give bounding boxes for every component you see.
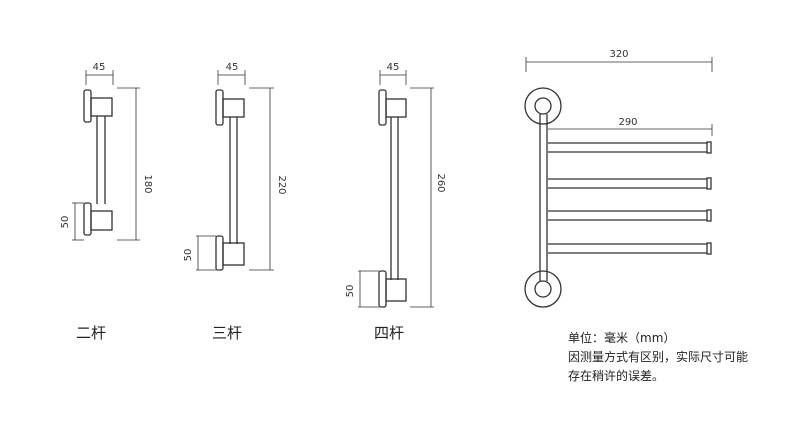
rack-three-width-label: 45 xyxy=(226,62,239,73)
note-line-1: 单位：毫米（mm） xyxy=(568,331,676,345)
rack-two-caption: 二杆 xyxy=(76,324,107,342)
swing-arm xyxy=(548,242,712,255)
rack-two-width-label: 45 xyxy=(93,62,106,73)
swing-arm xyxy=(548,141,712,154)
rack-two-height-label: 180 xyxy=(142,174,153,193)
rack-three-base-label: 50 xyxy=(183,249,194,262)
swing-rack-arm-label: 290 xyxy=(618,117,637,128)
swing-arm xyxy=(548,177,712,190)
rack-three-drawing xyxy=(196,70,274,271)
swing-rack-drawing xyxy=(524,57,713,308)
rack-four-base-label: 50 xyxy=(345,285,356,298)
swing-arm xyxy=(548,209,712,222)
rack-four-height-label: 260 xyxy=(435,173,446,192)
unit-note: 单位：毫米（mm） 因测量方式有区别，实际尺寸可能 存在稍许的误差。 xyxy=(568,329,748,386)
note-line-2: 因测量方式有区别，实际尺寸可能 xyxy=(568,350,749,364)
rack-four-width-label: 45 xyxy=(387,62,400,73)
rack-three-caption: 三杆 xyxy=(212,324,243,342)
note-line-3: 存在稍许的误差。 xyxy=(568,369,665,383)
swing-rack-width-label: 320 xyxy=(609,49,628,60)
rack-three-height-label: 220 xyxy=(276,175,287,194)
rack-two-drawing xyxy=(72,70,140,241)
rack-two-base-label: 50 xyxy=(60,216,71,229)
rack-four-drawing xyxy=(358,70,434,308)
rack-four-caption: 四杆 xyxy=(374,324,405,342)
